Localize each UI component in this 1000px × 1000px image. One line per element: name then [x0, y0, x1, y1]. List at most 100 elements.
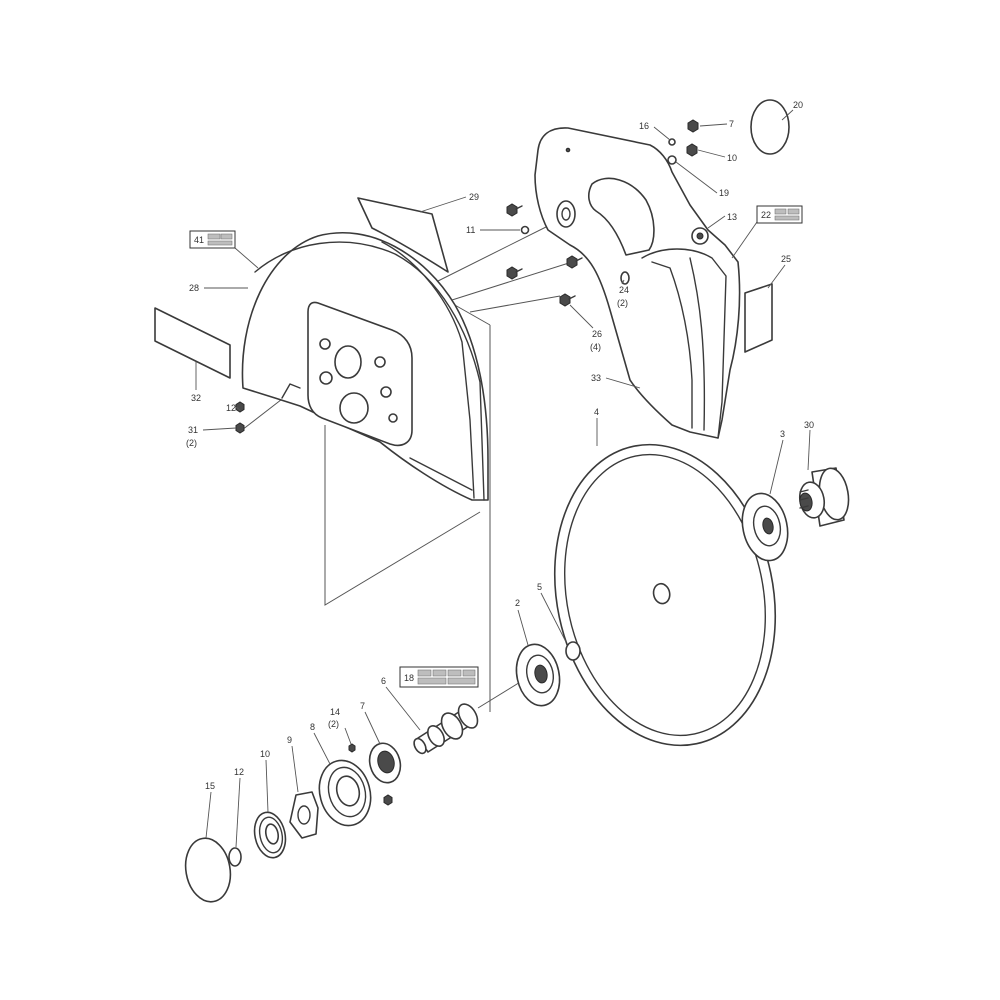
- spindle-end: [457, 703, 479, 729]
- leader-line: [265, 759, 269, 813]
- arbor-nut-thread: [799, 492, 813, 512]
- callout-31: 31: [188, 425, 198, 435]
- rear-guard-rim-inner: [381, 241, 475, 499]
- plate-bolt-hole-2: [319, 371, 333, 385]
- rear-guard-rim-outer: [254, 241, 485, 501]
- bearing: [368, 742, 402, 784]
- callout-24: 24: [619, 285, 629, 295]
- washer-icon: [667, 155, 677, 165]
- screw-icon: [686, 143, 698, 157]
- front-guard-pivot-boss: [556, 200, 576, 228]
- washer-icon: [668, 138, 676, 146]
- callout-28: 28: [189, 283, 199, 293]
- rear-blade-guard: [241, 231, 489, 501]
- leader-line: [653, 126, 671, 141]
- screw-icon: [235, 422, 245, 434]
- screw-icon: [348, 743, 356, 753]
- callout-box-cell: [447, 669, 462, 677]
- guard-alignment-line-middle: [451, 261, 573, 301]
- gear-bore: [264, 823, 280, 845]
- callout-31-qty: (2): [186, 438, 197, 448]
- screw-head: [348, 743, 356, 753]
- callout-22: 22: [761, 210, 771, 220]
- leader-line: [385, 686, 421, 731]
- screw-head: [566, 255, 578, 269]
- leader-line: [621, 279, 625, 285]
- guard-projection-frame: [324, 425, 481, 606]
- callout-8: 8: [310, 722, 315, 732]
- screw-head: [559, 293, 571, 307]
- callout-box-cell: [207, 233, 221, 240]
- screw-icon: [506, 203, 523, 217]
- screw-icon: [566, 255, 583, 269]
- blade-inner-edge: [563, 453, 767, 737]
- leader-line: [419, 196, 467, 213]
- leader-line: [697, 149, 726, 158]
- callout-box-cell: [207, 240, 233, 246]
- callout-18: 18: [404, 673, 414, 683]
- washer-icon: [520, 225, 530, 235]
- leader-line: [364, 711, 381, 745]
- alignment-lines: [241, 225, 661, 712]
- callout-6: 6: [381, 676, 386, 686]
- saw-blade: [553, 443, 777, 747]
- screw-head: [383, 794, 393, 806]
- blade-arbor-hole: [652, 582, 671, 605]
- arbor-nut-threads: [799, 489, 809, 509]
- screw-shank: [515, 268, 523, 273]
- guard-alignment-line-upper: [431, 225, 549, 285]
- spindle-step: [427, 725, 445, 747]
- leader-line: [344, 727, 352, 745]
- callout-box-cell: [447, 677, 476, 685]
- callout-box-cell: [774, 208, 787, 215]
- rear-guard-ledge: [281, 383, 301, 399]
- sticker-20-disc: [750, 99, 790, 155]
- callout-labels: 20 16 7 10 19 13 29 11 28 24 (2) 26 (4) …: [186, 100, 814, 791]
- leader-lines: [195, 109, 811, 848]
- callout-26-qty: (4): [590, 342, 601, 352]
- callout-11: 11: [466, 225, 475, 235]
- leader-line: [517, 609, 529, 646]
- leader-line: [234, 247, 259, 269]
- bearing-inner-race: [377, 750, 395, 774]
- callout-5: 5: [537, 582, 542, 592]
- callout-box-cell: [462, 669, 476, 677]
- plate-hole-upper: [334, 345, 362, 379]
- rear-guard-bottom-edge: [409, 457, 473, 491]
- boxed-callout-41: 41: [189, 230, 236, 249]
- callout-20: 20: [793, 100, 803, 110]
- screw-head: [687, 119, 699, 133]
- front-guard-panel-edge: [651, 261, 693, 429]
- front-guard-lower-panel: [641, 248, 727, 439]
- callout-19: 19: [719, 188, 729, 198]
- leader-line: [767, 264, 786, 289]
- screw-shank: [575, 257, 583, 262]
- callout-2: 2: [515, 598, 520, 608]
- boxed-callout-18: 18: [399, 666, 479, 688]
- arbor-nut: [798, 467, 850, 527]
- callout-7-top: 7: [729, 119, 734, 129]
- leader-line: [781, 109, 794, 121]
- leader-line: [202, 427, 237, 431]
- plate-bolt-hole-3: [374, 356, 386, 368]
- leader-line: [291, 745, 299, 793]
- callout-box-cell: [774, 215, 800, 221]
- callout-box-cell: [417, 669, 432, 677]
- callout-box-cell: [432, 669, 447, 677]
- bearing-housing-teeth: [327, 766, 367, 818]
- callout-4: 4: [594, 407, 599, 417]
- callout-10-top: 10: [727, 153, 737, 163]
- leader-line: [675, 161, 718, 194]
- end-cover-disc: [184, 837, 232, 903]
- screw-icon: [383, 794, 393, 806]
- callout-13: 13: [727, 212, 737, 222]
- screw-icon: [687, 119, 699, 133]
- front-guard-boss-hole: [696, 232, 704, 240]
- spindle-tip: [413, 737, 427, 755]
- callout-7-bottom: 7: [360, 701, 365, 711]
- retainer-plate-hole: [297, 805, 311, 825]
- spindle-collar: [440, 712, 464, 740]
- sticker-25: [744, 283, 773, 353]
- screw-shank: [515, 205, 523, 210]
